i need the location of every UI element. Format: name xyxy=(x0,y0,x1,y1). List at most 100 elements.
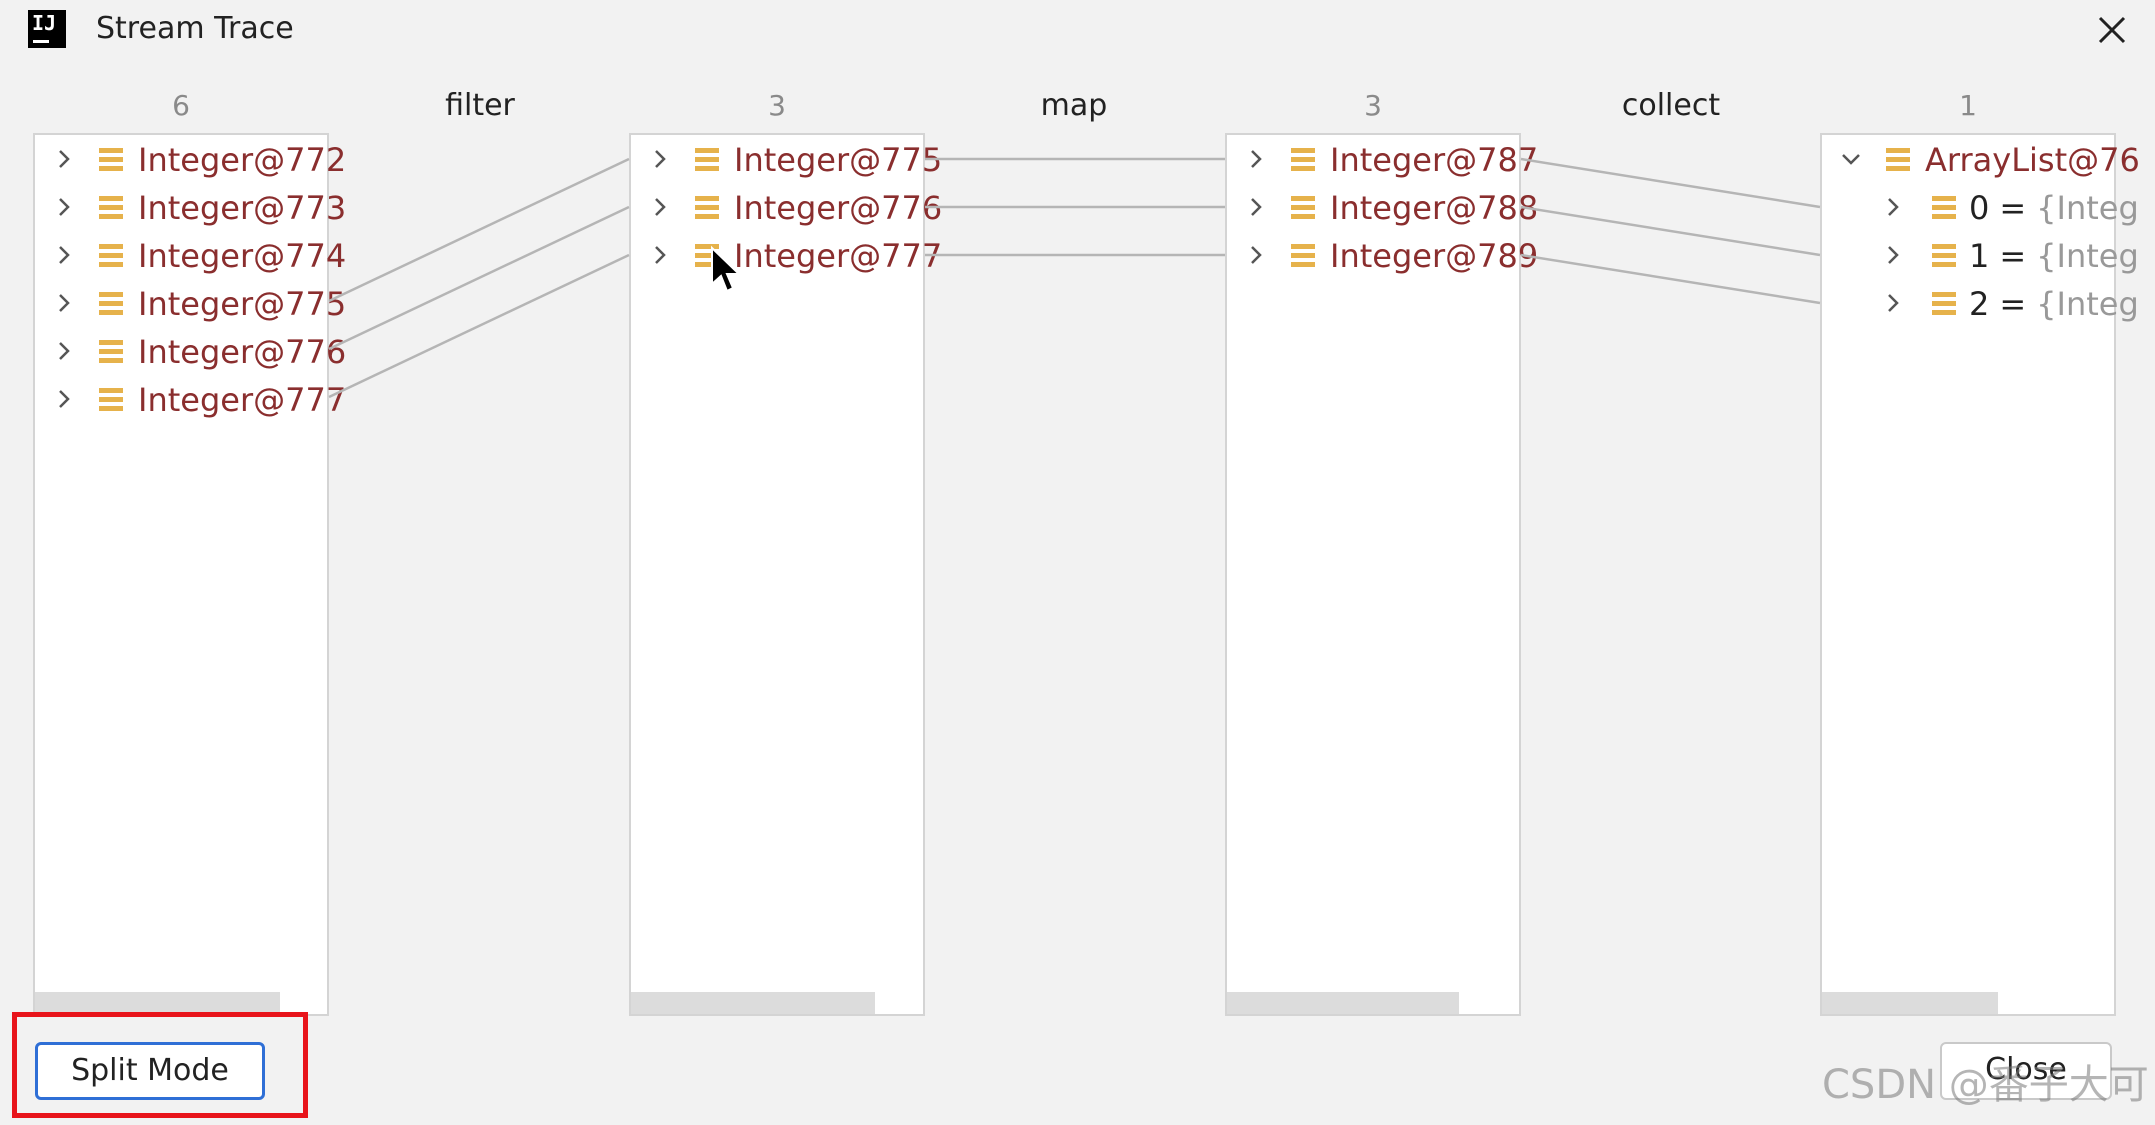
horizontal-scrollbar[interactable] xyxy=(631,992,875,1014)
chevron-right-icon[interactable] xyxy=(53,388,75,410)
tree-row[interactable]: Integer@777 xyxy=(631,233,942,279)
object-icon xyxy=(1932,244,1956,268)
value-label: Integer@776 xyxy=(138,333,347,371)
child-label: 1={Integ xyxy=(1969,237,2139,275)
chevron-right-icon[interactable] xyxy=(1882,244,1904,266)
value-label: Integer@775 xyxy=(734,141,943,179)
tree-row[interactable]: Integer@773 xyxy=(35,185,346,231)
object-icon xyxy=(1886,148,1910,172)
values-panel-source[interactable]: Integer@772 Integer@773 Integer@774 Inte… xyxy=(33,133,346,1016)
close-button[interactable]: Close xyxy=(1940,1042,2112,1100)
operation-label-map: map xyxy=(1040,88,1108,123)
chevron-right-icon[interactable] xyxy=(1245,148,1267,170)
chevron-right-icon[interactable] xyxy=(1245,196,1267,218)
window-title: Stream Trace xyxy=(96,11,294,46)
value-label: Integer@773 xyxy=(138,189,347,227)
tree-row[interactable]: Integer@788 xyxy=(1227,185,1538,231)
equals-sign: = xyxy=(1999,237,2027,275)
object-icon xyxy=(99,148,123,172)
mapping-line xyxy=(1520,205,1821,257)
chevron-right-icon[interactable] xyxy=(649,196,671,218)
object-icon xyxy=(99,244,123,268)
child-index: 2 xyxy=(1969,285,1990,323)
tree-row-child[interactable]: 0={Integ xyxy=(1822,185,2139,231)
operation-label-collect: collect xyxy=(1621,88,1721,123)
child-label: 2={Integ xyxy=(1969,285,2139,323)
object-icon xyxy=(99,340,123,364)
intellij-logo-icon: IJ xyxy=(28,10,66,48)
value-label: Integer@777 xyxy=(734,237,943,275)
mapping-line xyxy=(328,205,630,351)
object-icon xyxy=(99,196,123,220)
chevron-right-icon[interactable] xyxy=(53,244,75,266)
operation-label-filter: filter xyxy=(445,88,515,123)
values-panel-map[interactable]: Integer@787 Integer@788 Integer@789 xyxy=(1225,133,1538,1016)
tree-row[interactable]: Integer@787 xyxy=(1227,137,1538,183)
child-value: {Integ xyxy=(2036,285,2139,323)
chevron-right-icon[interactable] xyxy=(53,196,75,218)
mapping-line xyxy=(1520,253,1821,305)
value-label: Integer@774 xyxy=(138,237,347,275)
child-value: {Integ xyxy=(2036,189,2139,227)
horizontal-scrollbar[interactable] xyxy=(1822,992,1998,1014)
step-count: 1 xyxy=(1959,89,1977,122)
value-label: Integer@776 xyxy=(734,189,943,227)
value-label: Integer@777 xyxy=(138,381,347,419)
value-label: Integer@775 xyxy=(138,285,347,323)
chevron-right-icon[interactable] xyxy=(53,148,75,170)
step-count: 6 xyxy=(172,89,190,122)
object-icon xyxy=(1932,196,1956,220)
tree-row[interactable]: Integer@772 xyxy=(35,137,346,183)
object-icon xyxy=(1291,148,1315,172)
chevron-right-icon[interactable] xyxy=(53,340,75,362)
values-panel-filter[interactable]: Integer@775 Integer@776 Integer@777 xyxy=(629,133,942,1016)
tree-row[interactable]: Integer@775 xyxy=(35,281,346,327)
split-mode-button[interactable]: Split Mode xyxy=(35,1042,265,1100)
object-icon xyxy=(1291,196,1315,220)
child-label: 0={Integ xyxy=(1969,189,2139,227)
step-count: 3 xyxy=(768,89,786,122)
equals-sign: = xyxy=(1999,285,2027,323)
chevron-right-icon[interactable] xyxy=(1245,244,1267,266)
object-icon xyxy=(695,244,719,268)
mapping-line xyxy=(1520,157,1821,209)
value-label: Integer@787 xyxy=(1330,141,1539,179)
tree-row-child[interactable]: 1={Integ xyxy=(1822,233,2139,279)
mapping-line xyxy=(328,253,630,399)
value-label: ArrayList@76 xyxy=(1925,141,2140,179)
object-icon xyxy=(1291,244,1315,268)
chevron-down-icon[interactable] xyxy=(1840,148,1862,170)
object-icon xyxy=(1932,292,1956,316)
tree-row[interactable]: Integer@774 xyxy=(35,233,346,279)
values-panel-collect[interactable]: ArrayList@76 0={Integ 1={Integ 2={Integ xyxy=(1820,133,2140,1016)
chevron-right-icon[interactable] xyxy=(649,244,671,266)
tree-row[interactable]: Integer@775 xyxy=(631,137,942,183)
tree-row-child[interactable]: 2={Integ xyxy=(1822,281,2139,327)
tree-row[interactable]: Integer@777 xyxy=(35,377,346,423)
object-icon xyxy=(99,292,123,316)
chevron-right-icon[interactable] xyxy=(1882,196,1904,218)
tree-row[interactable]: Integer@776 xyxy=(35,329,346,375)
chevron-right-icon[interactable] xyxy=(649,148,671,170)
object-icon xyxy=(695,196,719,220)
child-index: 1 xyxy=(1969,237,1990,275)
watermark: CSDN @番子大可 xyxy=(1822,1062,2149,1108)
horizontal-scrollbar[interactable] xyxy=(35,992,280,1014)
title-bar: IJ Stream Trace xyxy=(0,0,2155,60)
chevron-right-icon[interactable] xyxy=(53,292,75,314)
child-value: {Integ xyxy=(2036,237,2139,275)
object-icon xyxy=(99,388,123,412)
value-label: Integer@788 xyxy=(1330,189,1539,227)
chevron-right-icon[interactable] xyxy=(1882,292,1904,314)
child-index: 0 xyxy=(1969,189,1990,227)
step-count: 3 xyxy=(1364,89,1382,122)
horizontal-scrollbar[interactable] xyxy=(1227,992,1459,1014)
object-icon xyxy=(695,148,719,172)
value-label: Integer@789 xyxy=(1330,237,1539,275)
mapping-line xyxy=(328,157,630,303)
tree-row-root[interactable]: ArrayList@76 xyxy=(1822,137,2140,183)
close-icon[interactable] xyxy=(2092,10,2132,50)
tree-row[interactable]: Integer@776 xyxy=(631,185,942,231)
tree-row[interactable]: Integer@789 xyxy=(1227,233,1538,279)
equals-sign: = xyxy=(1999,189,2027,227)
